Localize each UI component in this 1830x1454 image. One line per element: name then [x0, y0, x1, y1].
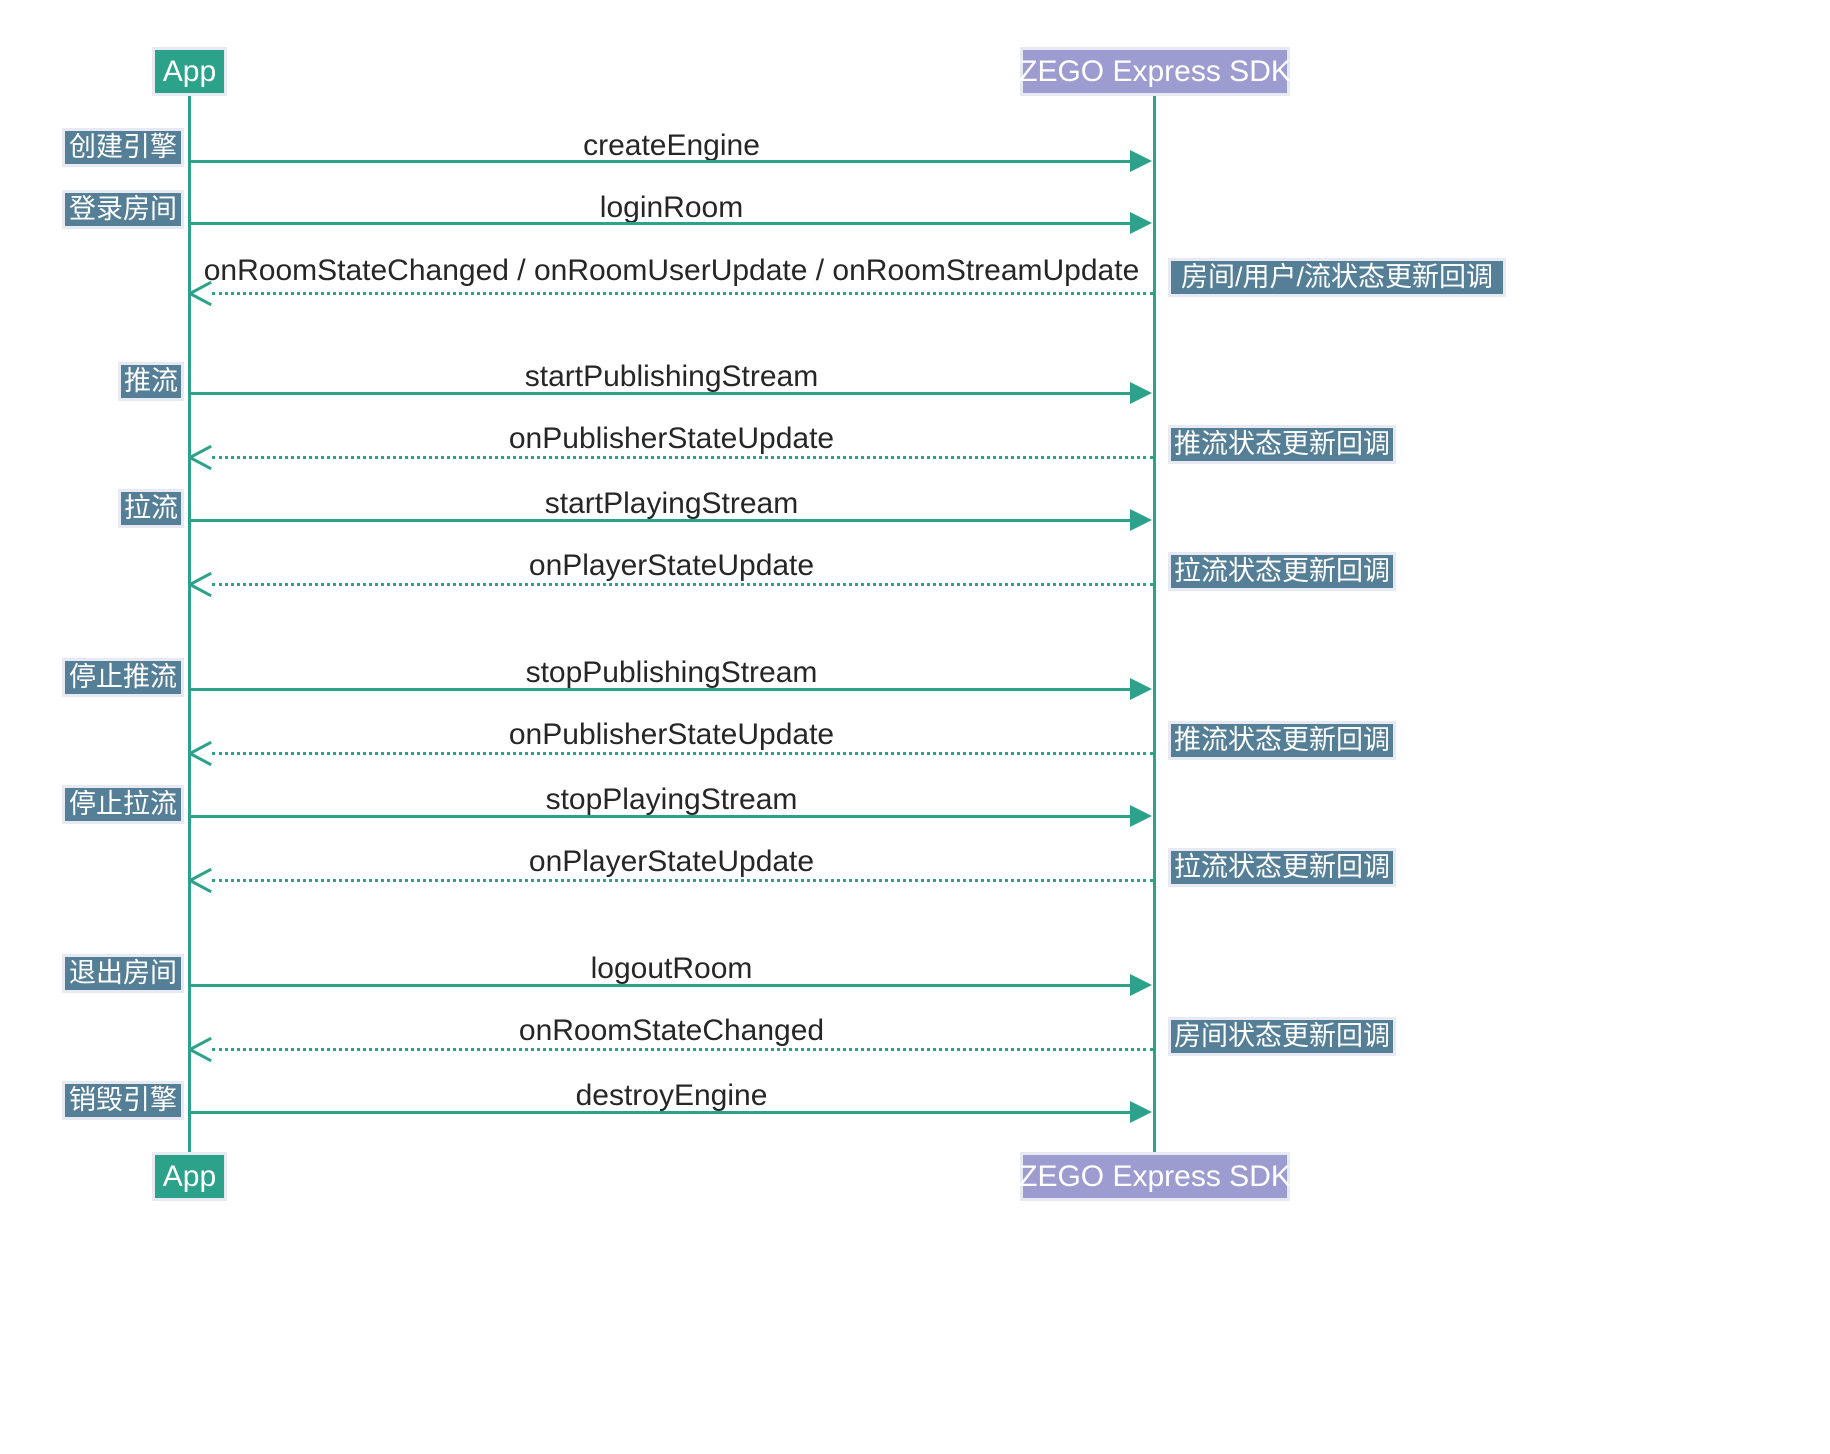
callback-tag-room-user-stream-state[interactable]: 房间/用户/流状态更新回调 [1168, 258, 1506, 297]
lifeline-app [188, 96, 191, 1156]
participant-footer-sdk-label: ZEGO Express SDK [1019, 1159, 1291, 1193]
step-tag-destroy-engine-label: 销毁引擎 [69, 1085, 177, 1115]
lifeline-sdk [1153, 96, 1156, 1156]
callback-tag-player-state-1[interactable]: 拉流状态更新回调 [1168, 552, 1396, 591]
step-tag-stop-play-label: 停止拉流 [69, 789, 177, 819]
callback-tag-room-user-stream-state-label: 房间/用户/流状态更新回调 [1180, 262, 1493, 292]
message-text: onPublisherStateUpdate [508, 718, 835, 751]
message-line-logout-room [190, 984, 1130, 987]
message-line-start-playing [190, 519, 1130, 522]
participant-header-sdk[interactable]: ZEGO Express SDK [1019, 47, 1291, 96]
message-text: onPlayerStateUpdate [528, 845, 815, 878]
message-label-room-callbacks: onRoomStateChanged / onRoomUserUpdate / … [190, 256, 1153, 286]
step-tag-publish-label: 推流 [124, 366, 178, 396]
message-label-create-engine: createEngine [190, 131, 1153, 161]
message-line-publisher-state-2 [212, 752, 1153, 755]
arrow-head-right-icon [1130, 678, 1152, 700]
message-label-player-state-2: onPlayerStateUpdate [190, 847, 1153, 877]
arrow-head-right-icon [1130, 212, 1152, 234]
step-tag-login-room[interactable]: 登录房间 [62, 190, 184, 229]
step-tag-stop-play[interactable]: 停止拉流 [62, 785, 184, 824]
message-text: destroyEngine [575, 1079, 768, 1112]
message-label-publisher-state-2: onPublisherStateUpdate [190, 720, 1153, 750]
callback-tag-room-state[interactable]: 房间状态更新回调 [1168, 1017, 1396, 1056]
message-line-player-state-2 [212, 879, 1153, 882]
arrow-head-right-icon [1130, 509, 1152, 531]
message-line-create-engine [190, 160, 1130, 163]
callback-tag-player-state-2[interactable]: 拉流状态更新回调 [1168, 848, 1396, 887]
message-text: stopPublishingStream [525, 656, 818, 689]
step-tag-logout-room-label: 退出房间 [69, 958, 177, 988]
message-line-stop-playing [190, 815, 1130, 818]
message-line-start-publishing [190, 392, 1130, 395]
message-text: createEngine [583, 129, 760, 162]
step-tag-play-label: 拉流 [124, 493, 178, 523]
step-tag-stop-publish-label: 停止推流 [69, 662, 177, 692]
callback-tag-publisher-state-2-label: 推流状态更新回调 [1174, 725, 1390, 755]
callback-tag-room-state-label: 房间状态更新回调 [1174, 1021, 1390, 1051]
arrow-head-right-icon [1130, 150, 1152, 172]
message-text: onPublisherStateUpdate [508, 422, 835, 455]
callback-tag-publisher-state-2[interactable]: 推流状态更新回调 [1168, 721, 1396, 760]
step-tag-destroy-engine[interactable]: 销毁引擎 [62, 1081, 184, 1120]
message-label-publisher-state-1: onPublisherStateUpdate [190, 424, 1153, 454]
arrow-head-right-icon [1130, 382, 1152, 404]
participant-header-sdk-label: ZEGO Express SDK [1019, 54, 1291, 88]
step-tag-create-engine-label: 创建引擎 [69, 132, 177, 162]
message-label-login-room: loginRoom [190, 193, 1153, 223]
message-line-login-room [190, 222, 1130, 225]
message-text: onPlayerStateUpdate [528, 549, 815, 582]
message-line-room-state-changed [212, 1048, 1153, 1051]
message-label-start-playing: startPlayingStream [190, 489, 1153, 519]
message-label-stop-playing: stopPlayingStream [190, 785, 1153, 815]
message-line-destroy-engine [190, 1111, 1130, 1114]
message-text: onRoomStateChanged [518, 1014, 825, 1047]
message-line-player-state-1 [212, 583, 1153, 586]
step-tag-play[interactable]: 拉流 [118, 489, 184, 528]
callback-tag-publisher-state-1[interactable]: 推流状态更新回调 [1168, 425, 1396, 464]
participant-header-app-label: App [162, 54, 217, 88]
callback-tag-player-state-2-label: 拉流状态更新回调 [1174, 852, 1390, 882]
message-label-start-publishing: startPublishingStream [190, 362, 1153, 392]
participant-footer-app[interactable]: App [152, 1152, 227, 1201]
message-text: onRoomStateChanged / onRoomUserUpdate / … [203, 254, 1140, 287]
message-text: stopPlayingStream [545, 783, 798, 816]
message-line-publisher-state-1 [212, 456, 1153, 459]
arrow-head-right-icon [1130, 974, 1152, 996]
message-line-room-callbacks [212, 292, 1153, 295]
step-tag-logout-room[interactable]: 退出房间 [62, 954, 184, 993]
callback-tag-player-state-1-label: 拉流状态更新回调 [1174, 556, 1390, 586]
message-text: startPlayingStream [544, 487, 799, 520]
step-tag-create-engine[interactable]: 创建引擎 [62, 128, 184, 167]
arrow-head-right-icon [1130, 805, 1152, 827]
message-label-destroy-engine: destroyEngine [190, 1081, 1153, 1111]
callback-tag-publisher-state-1-label: 推流状态更新回调 [1174, 429, 1390, 459]
participant-header-app[interactable]: App [152, 47, 227, 96]
message-text: startPublishingStream [524, 360, 819, 393]
message-label-player-state-1: onPlayerStateUpdate [190, 551, 1153, 581]
message-line-stop-publishing [190, 688, 1130, 691]
step-tag-publish[interactable]: 推流 [118, 362, 184, 401]
participant-footer-sdk[interactable]: ZEGO Express SDK [1019, 1152, 1291, 1201]
arrow-head-right-icon [1130, 1101, 1152, 1123]
step-tag-stop-publish[interactable]: 停止推流 [62, 658, 184, 697]
step-tag-login-room-label: 登录房间 [69, 194, 177, 224]
message-label-stop-publishing: stopPublishingStream [190, 658, 1153, 688]
message-label-logout-room: logoutRoom [190, 954, 1153, 984]
participant-footer-app-label: App [162, 1159, 217, 1193]
message-text: loginRoom [599, 191, 744, 224]
message-text: logoutRoom [590, 952, 753, 985]
message-label-room-state-changed: onRoomStateChanged [190, 1016, 1153, 1046]
